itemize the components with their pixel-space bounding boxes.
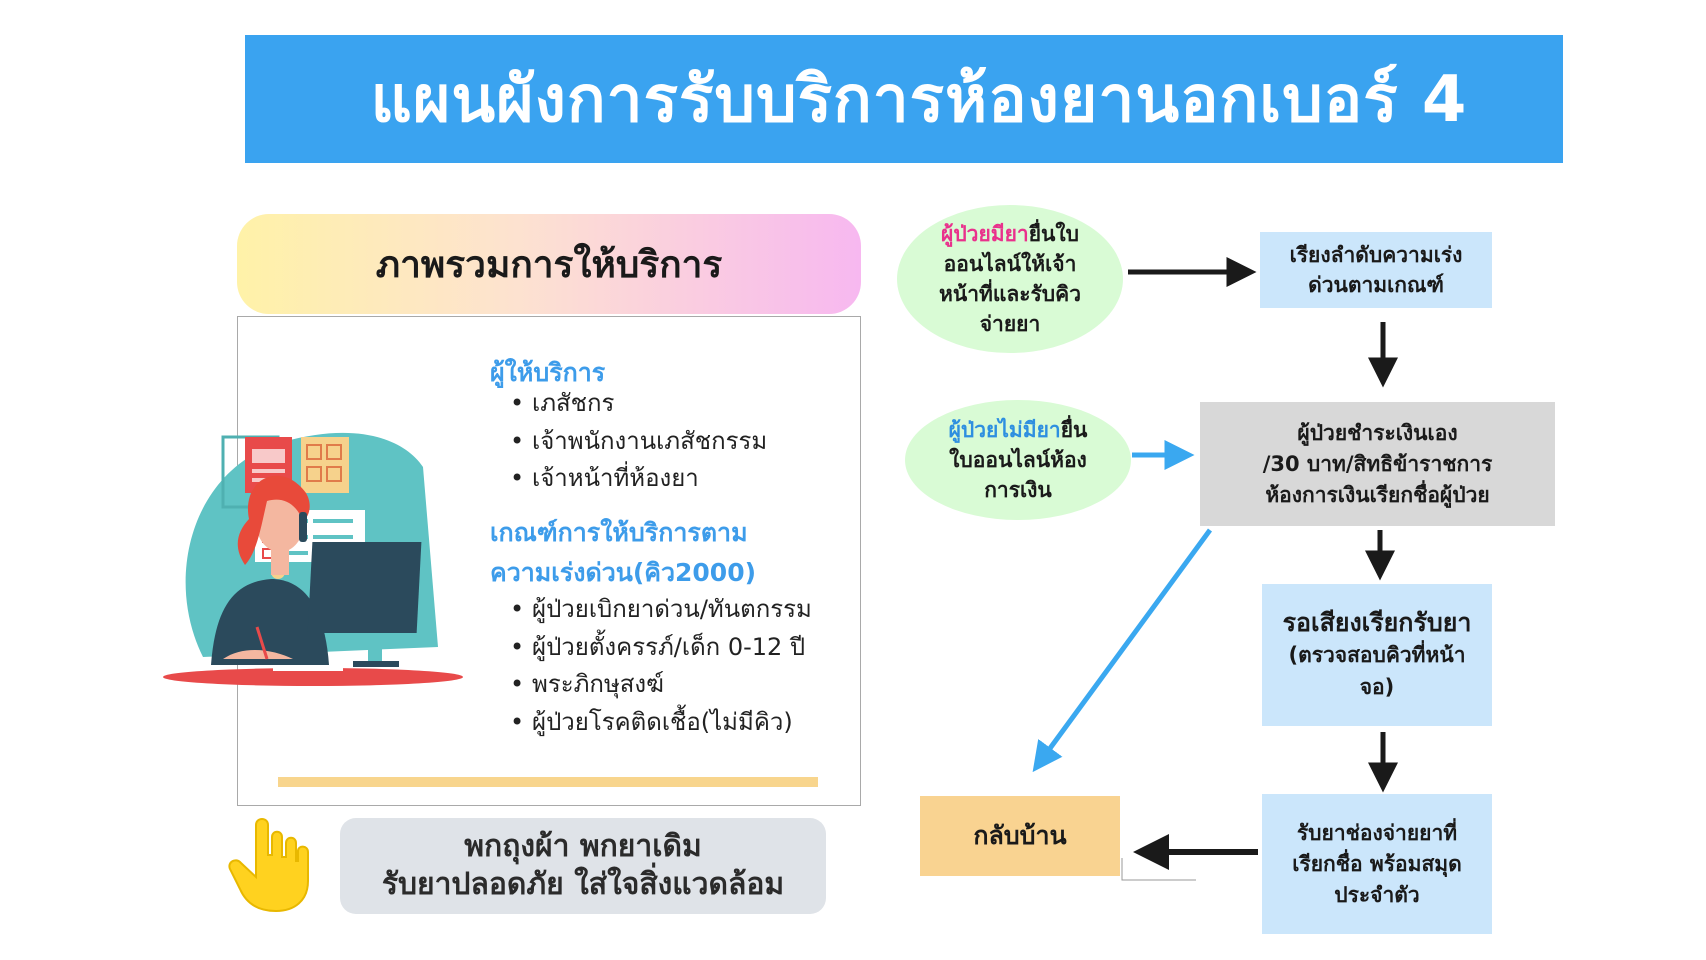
- wait-line2: (ตรวจสอบคิวที่หน้า: [1288, 643, 1466, 667]
- arrow-payment-to-home: [1032, 528, 1213, 773]
- offline-patient-line3: การเงิน: [984, 478, 1052, 502]
- online-patient-line2: ออนไลน์ให้เจ้า: [943, 252, 1077, 276]
- flow-node-offline-patient: ผู้ป่วยไม่มียายื่น ใบออนไลน์ห้อง การเงิน: [905, 400, 1131, 520]
- criteria-list: ผู้ป่วยเบิกยาด่วน/ทันตกรรม ผู้ป่วยตั้งคร…: [510, 591, 812, 741]
- flow-node-online-patient: ผู้ป่วยมียายื่นใบ ออนไลน์ให้เจ้า หน้าที่…: [897, 205, 1123, 353]
- priority-line1: เรียงลำดับความเร่ง: [1289, 243, 1463, 267]
- list-item: พระภิกษุสงฆ์: [510, 666, 812, 704]
- online-patient-text: ยื่นใบ: [1028, 222, 1079, 246]
- criteria-heading-line2: ความเร่งด่วน(คิว2000): [490, 558, 757, 587]
- pharmacist-illustration: [163, 432, 463, 686]
- providers-heading: ผู้ให้บริการ: [490, 358, 606, 387]
- list-item: เจ้าพนักงานเภสัชกรรม: [510, 423, 767, 461]
- flow-node-home: กลับบ้าน: [920, 796, 1120, 876]
- list-item: ผู้ป่วยโรคติดเชื้อ(ไม่มีคิว): [510, 704, 812, 742]
- list-item: เจ้าหน้าที่ห้องยา: [510, 460, 767, 498]
- decorative-bar: [278, 777, 818, 787]
- title-banner: แผนผังการรับบริการห้องยานอกเบอร์ 4: [245, 35, 1563, 163]
- wait-line1: รอเสียงเรียกรับยา: [1282, 608, 1472, 637]
- flow-node-pickup: รับยาช่องจ่ายยาที่ เรียกชื่อ พร้อมสมุด ป…: [1262, 794, 1492, 934]
- page-title: แผนผังการรับบริการห้องยานอกเบอร์ 4: [370, 63, 1468, 137]
- payment-line3: ห้องการเงินเรียกชื่อผู้ป่วย: [1265, 482, 1490, 507]
- pickup-line1: รับยาช่องจ่ายยาที่: [1296, 820, 1458, 845]
- offline-patient-line2: ใบออนไลน์ห้อง: [949, 448, 1087, 472]
- list-item: เภสัชกร: [510, 385, 767, 423]
- reminder-line1: พกถุงผ้า พกยาเดิม: [464, 829, 702, 864]
- online-patient-line4: จ่ายยา: [979, 312, 1041, 336]
- reminder-line2: รับยาปลอดภัย ใส่ใจสิ่งแวดล้อม: [381, 867, 785, 902]
- offline-patient-highlight: ผู้ป่วยไม่มียา: [948, 418, 1061, 442]
- reminder-box: พกถุงผ้า พกยาเดิม รับยาปลอดภัย ใส่ใจสิ่ง…: [340, 818, 826, 914]
- pickup-line2: เรียกชื่อ พร้อมสมุด: [1292, 851, 1462, 876]
- list-item: ผู้ป่วยเบิกยาด่วน/ทันตกรรม: [510, 591, 812, 629]
- pointing-hand-icon: [228, 818, 309, 913]
- pickup-line3: ประจำตัว: [1334, 882, 1420, 907]
- priority-line2: ด่วนตามเกณฑ์: [1308, 273, 1444, 297]
- wait-line3: จอ): [1359, 675, 1395, 699]
- online-patient-highlight: ผู้ป่วยมียา: [941, 222, 1029, 246]
- criteria-heading-line1: เกณฑ์การให้บริการตาม: [490, 518, 748, 547]
- online-patient-line3: หน้าที่และรับคิว: [939, 282, 1081, 306]
- providers-list: เภสัชกร เจ้าพนักงานเภสัชกรรม เจ้าหน้าที่…: [510, 385, 767, 498]
- payment-line2: /30 บาท/สิทธิข้าราชการ: [1262, 451, 1493, 476]
- flow-node-priority: เรียงลำดับความเร่ง ด่วนตามเกณฑ์: [1260, 232, 1492, 308]
- flow-node-payment: ผู้ป่วยชำระเงินเอง /30 บาท/สิทธิข้าราชกา…: [1200, 402, 1555, 526]
- list-item: ผู้ป่วยตั้งครรภ์/เด็ก 0-12 ปี: [510, 629, 812, 667]
- offline-patient-text: ยื่น: [1060, 418, 1088, 442]
- payment-line1: ผู้ป่วยชำระเงินเอง: [1297, 420, 1458, 445]
- flow-node-wait: รอเสียงเรียกรับยา (ตรวจสอบคิวที่หน้า จอ): [1262, 584, 1492, 726]
- overview-panel: ผู้ให้บริการ เภสัชกร เจ้าพนักงานเภสัชกรร…: [163, 316, 861, 806]
- overview-header: ภาพรวมการให้บริการ: [237, 214, 861, 314]
